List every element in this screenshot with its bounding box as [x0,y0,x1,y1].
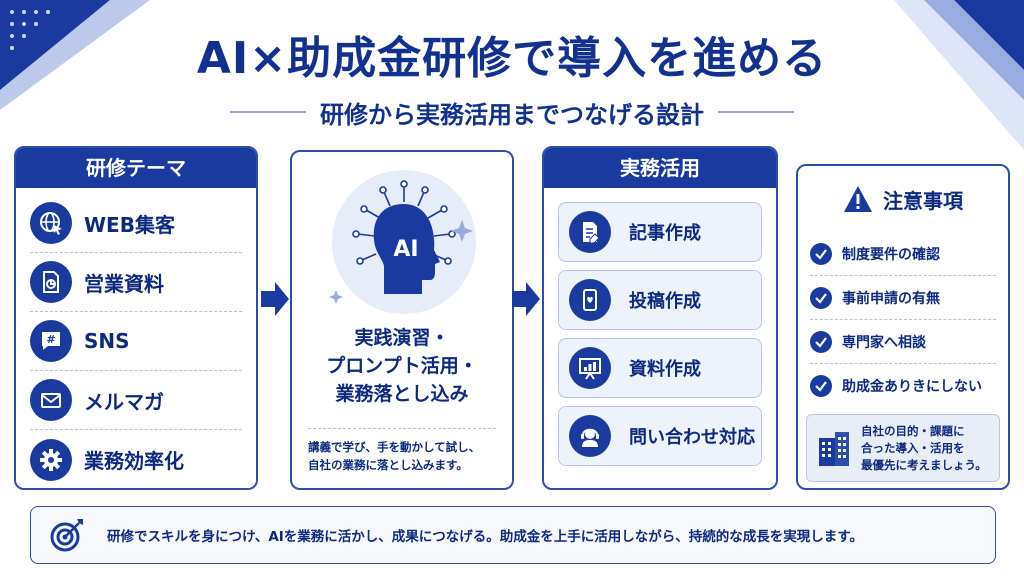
theme-label: 営業資料 [84,271,164,296]
svg-text:#: # [46,333,55,346]
caution-note: 自社の目的・課題に 合った導入・活用を 最優先に考えましょう。 [806,414,1000,482]
themes-list: WEB集客 営業資料 # SNS メルマガ 業務効率化 [16,188,256,488]
warning-icon [844,186,872,212]
work-label: 資料作成 [629,359,701,380]
check-icon [810,330,832,353]
caution-label: 助成金ありきにしない [842,379,982,395]
caution-label: 制度要件の確認 [842,246,940,263]
check-icon [810,242,832,265]
ai-label: AI [393,237,418,262]
caution-title: 注意事項 [883,188,963,213]
gear-icon [30,438,72,481]
themes-header: 研修テーマ [16,148,256,188]
caution-label: 専門家へ相談 [842,334,926,351]
caution-item: 事前申請の有無 [810,276,996,320]
work-list: 記事作成 投稿作成 資料作成 問い合わせ対応 [544,188,776,466]
caution-item: 専門家へ相談 [810,320,996,364]
arrow-right-icon [512,282,540,316]
subtitle-line-left [230,111,306,113]
caution-header: 注意事項 [798,166,1008,232]
practice-description: 講義で学び、手を動かして試し、 自社の業務に落とし込みます。 [308,438,496,474]
document-chart-icon [30,261,72,303]
work-header: 実務活用 [544,148,776,188]
theme-item-sales: 営業資料 [30,253,242,312]
hashtag-chat-icon: # [30,320,72,362]
caution-note-text: 自社の目的・課題に 合った導入・活用を 最優先に考えましょう。 [861,423,987,474]
page-subtitle: 研修から実務活用までつなげる設計 [320,100,704,129]
caution-item: 助成金ありきにしない [810,364,996,408]
caution-item: 制度要件の確認 [810,232,996,276]
work-label: 投稿作成 [629,291,701,312]
theme-label: 業務効率化 [84,449,184,473]
note-line: 合った導入・活用を [861,440,965,455]
caution-label: 事前申請の有無 [842,290,940,307]
work-label: 問い合わせ対応 [629,427,755,448]
theme-item-web: WEB集客 [30,194,242,253]
document-pen-icon [569,211,611,253]
theme-label: WEB集客 [84,212,175,237]
caution-panel: 注意事項 制度要件の確認 事前申請の有無 専門家へ相談 助成金ありきにしない 自… [796,164,1010,490]
theme-item-sns: # SNS [30,312,242,371]
envelope-icon [30,379,72,421]
subtitle-row: 研修から実務活用までつなげる設計 [230,92,794,132]
practice-desc-line: 講義で学び、手を動かして試し、 [308,440,481,454]
theme-label: メルマガ [84,389,164,414]
practice-title: 実践演習・ プロンプト活用・ 業務落とし込み [292,324,512,408]
check-icon [810,375,832,397]
presentation-board-icon [569,347,611,389]
theme-item-efficiency: 業務効率化 [30,430,242,488]
practice-desc-line: 自社の業務に落とし込みます。 [308,458,468,472]
note-line: 自社の目的・課題に [861,423,965,438]
smartphone-heart-icon [569,279,611,321]
work-panel: 実務活用 記事作成 投稿作成 資料作成 問い合わせ対応 [542,146,778,490]
summary-banner: 研修でスキルを身につけ、AIを業務に活かし、成果につなげる。助成金を上手に活用し… [30,506,996,564]
arrow-right-icon [261,282,289,316]
target-arrow-icon [50,519,83,552]
work-item-material: 資料作成 [558,338,762,398]
office-building-icon [819,432,849,466]
work-item-inquiry: 問い合わせ対応 [558,406,762,466]
work-label: 記事作成 [629,223,701,244]
theme-item-mail: メルマガ [30,371,242,430]
theme-label: SNS [84,329,130,353]
headset-operator-icon [569,415,611,457]
subtitle-line-right [718,111,794,113]
practice-panel: AI 実践演習・ プロンプト活用・ 業務落とし込み 講義で学び、手を動かして試し… [290,150,514,490]
summary-text: 研修でスキルを身につけ、AIを業務に活かし、成果につなげる。助成金を上手に活用し… [107,529,863,545]
check-icon [810,286,832,309]
globe-cursor-icon [30,202,72,244]
practice-divider [308,428,496,429]
work-item-post: 投稿作成 [558,270,762,330]
page-title: AI×助成金研修で導入を進める [196,33,828,84]
practice-title-line: 実践演習・ [354,327,450,349]
practice-title-line: 業務落とし込み [335,383,469,405]
caution-list: 制度要件の確認 事前申請の有無 専門家へ相談 助成金ありきにしない [798,232,1008,408]
work-item-article: 記事作成 [558,202,762,262]
practice-title-line: プロンプト活用・ [326,355,478,377]
ai-head-icon: AI [329,180,473,304]
themes-panel: 研修テーマ WEB集客 営業資料 # SNS メルマガ [14,146,258,490]
note-line: 最優先に考えましょう。 [861,457,987,472]
